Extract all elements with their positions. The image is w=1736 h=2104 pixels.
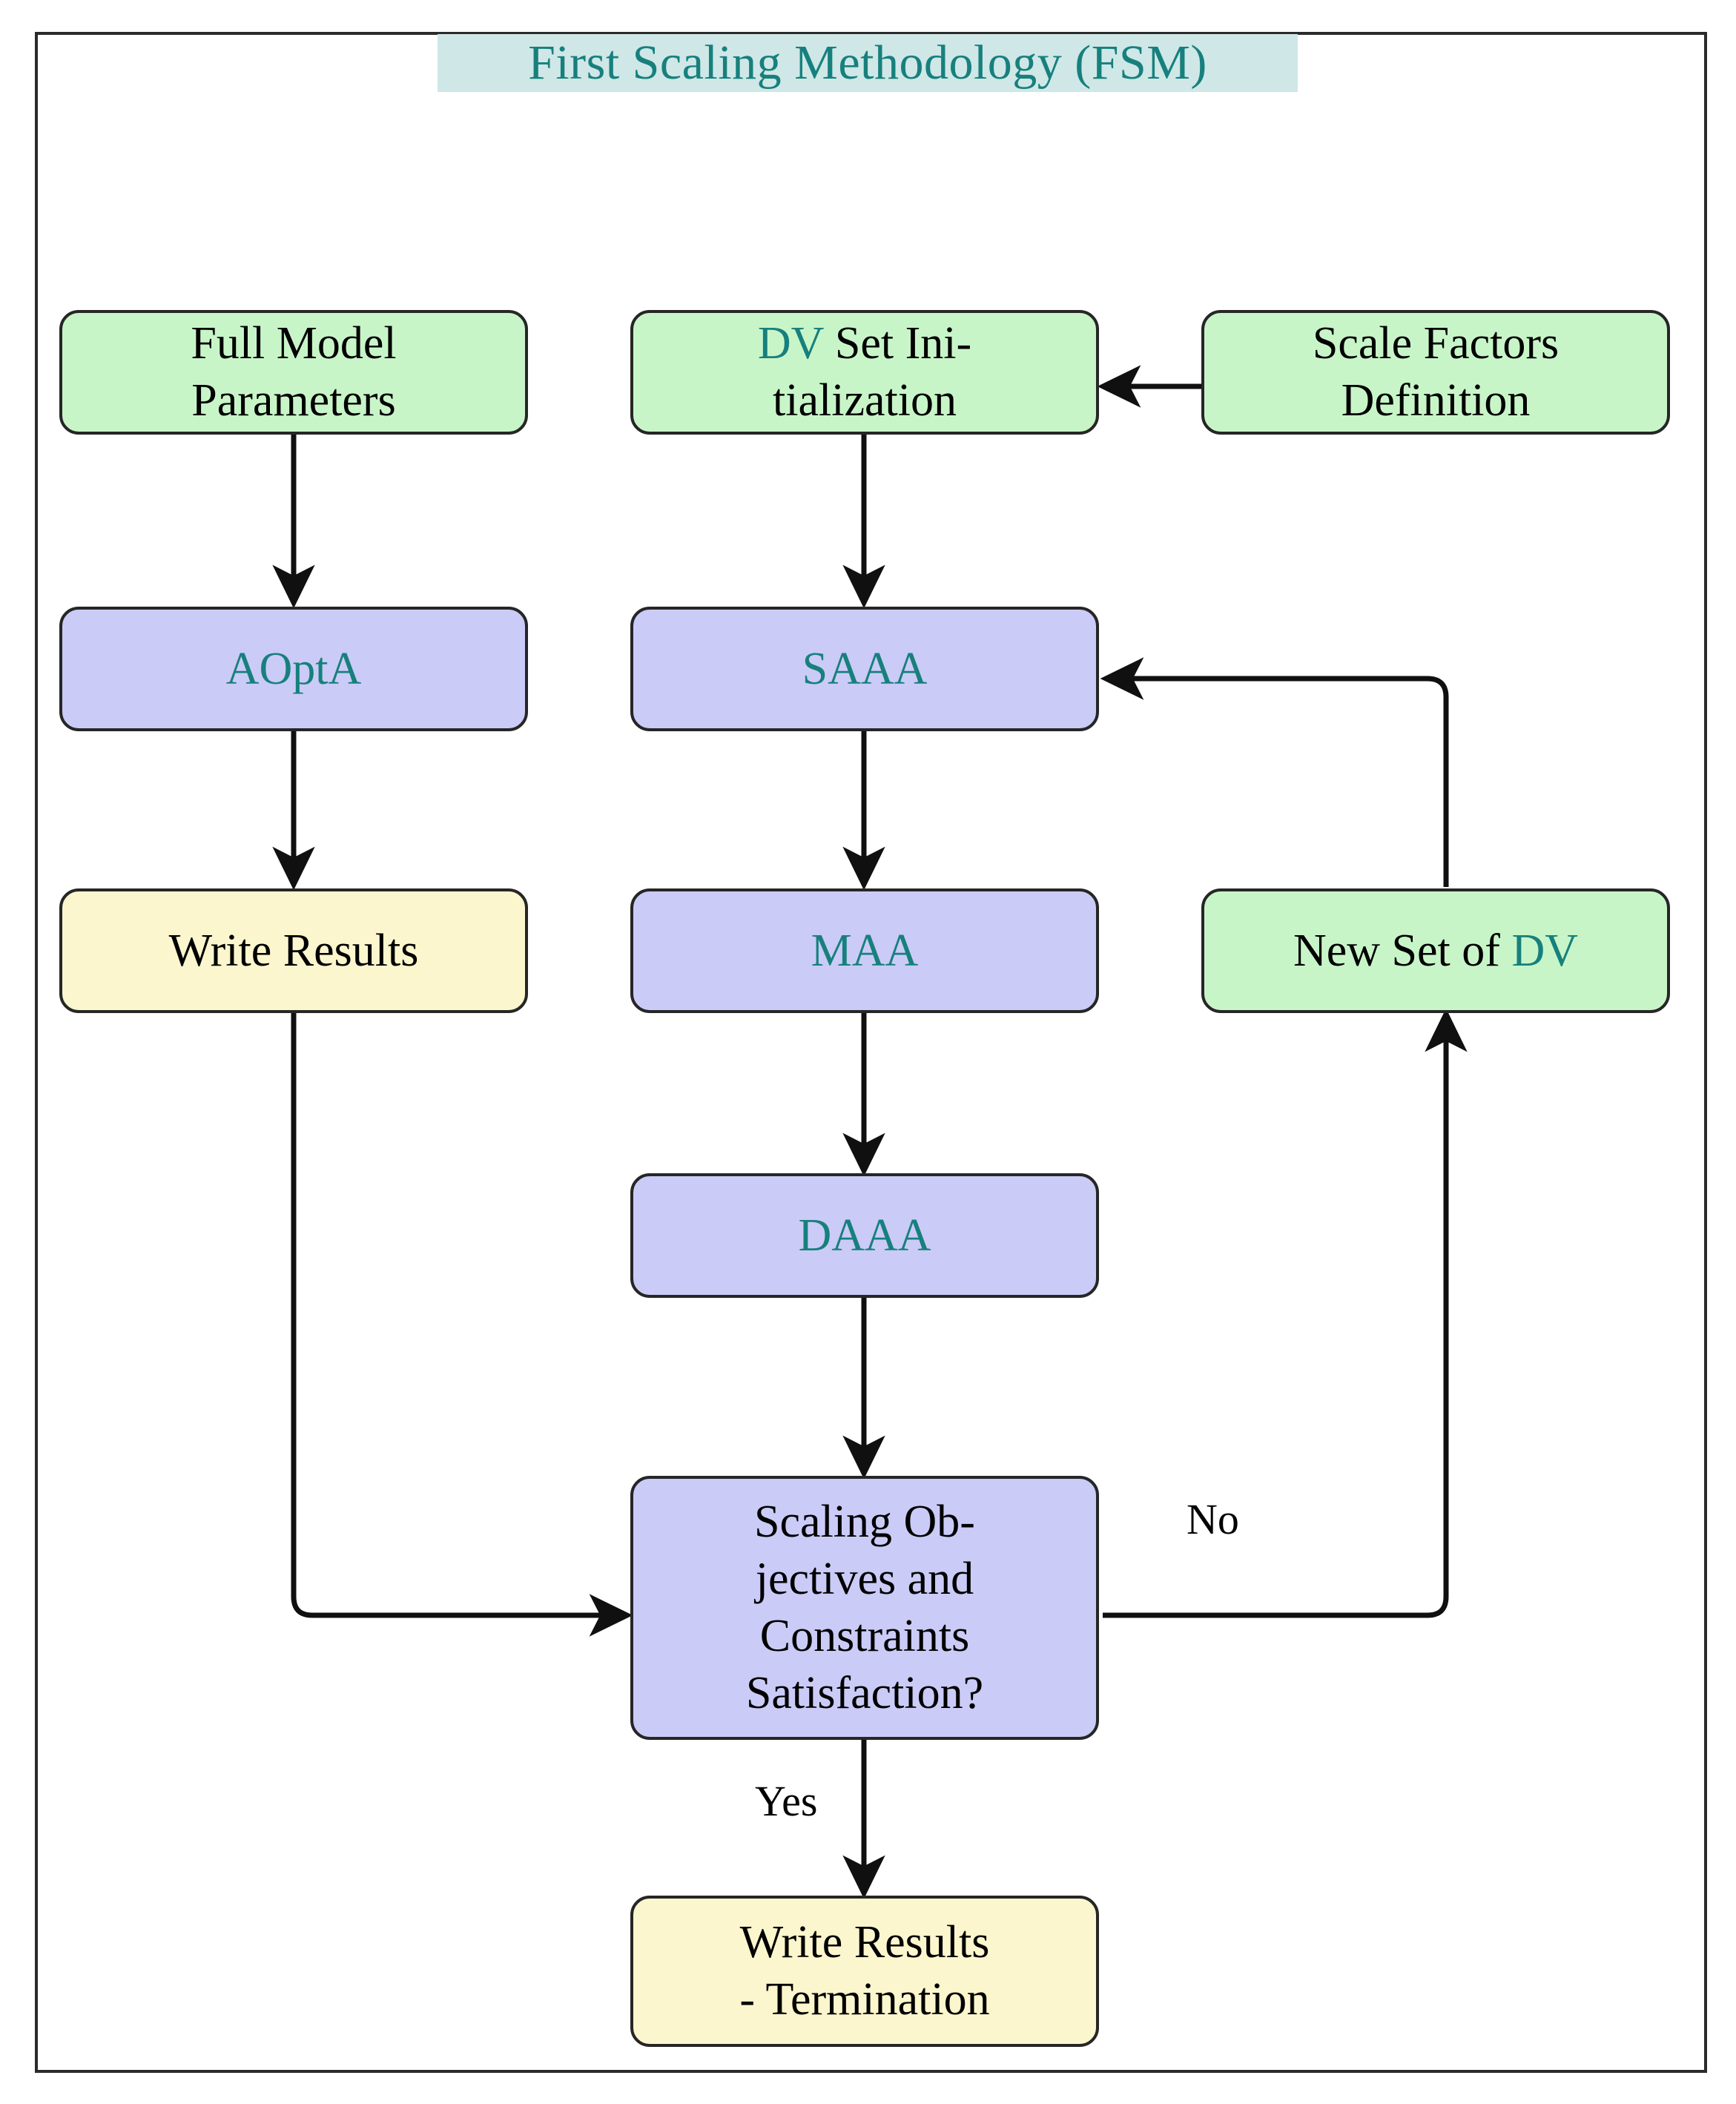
node-label: Write Results - Termination xyxy=(739,1917,990,2025)
node-label: DAAA xyxy=(798,1210,931,1261)
node-label: Scaling Ob- jectives and Constraints Sat… xyxy=(745,1497,984,1718)
node-saaa[interactable]: SAAA xyxy=(630,607,1099,731)
figure-title: First Scaling Methodology (FSM) xyxy=(438,34,1298,92)
node-scale-factors-definition[interactable]: Scale Factors Definition xyxy=(1201,310,1670,435)
node-maa[interactable]: MAA xyxy=(630,888,1099,1013)
edge-label-no: No xyxy=(1187,1495,1239,1543)
node-label: AOptA xyxy=(225,643,362,694)
accent-dv: DV xyxy=(1511,925,1578,976)
node-label: DV Set Ini- tialization xyxy=(757,318,972,426)
node-write-results[interactable]: Write Results xyxy=(59,888,528,1013)
node-write-results-termination[interactable]: Write Results - Termination xyxy=(630,1896,1099,2047)
node-dv-set-initialization[interactable]: DV Set Ini- tialization xyxy=(630,310,1099,435)
node-full-model-parameters[interactable]: Full Model Parameters xyxy=(59,310,528,435)
node-label: Full Model Parameters xyxy=(191,318,397,426)
node-label: SAAA xyxy=(802,643,928,694)
node-aopta[interactable]: AOptA xyxy=(59,607,528,731)
edge-label-yes: Yes xyxy=(755,1777,818,1825)
node-label: Write Results xyxy=(168,925,419,976)
node-label: MAA xyxy=(811,925,919,976)
node-decision-scaling-objectives[interactable]: Scaling Ob- jectives and Constraints Sat… xyxy=(630,1476,1099,1740)
node-label: Scale Factors Definition xyxy=(1312,318,1560,426)
node-label: New Set of DV xyxy=(1293,925,1578,976)
node-new-set-of-dv[interactable]: New Set of DV xyxy=(1201,888,1670,1013)
accent-dv: DV xyxy=(757,318,824,369)
node-daaa[interactable]: DAAA xyxy=(630,1173,1099,1298)
figure-outer-frame xyxy=(35,32,1707,2073)
